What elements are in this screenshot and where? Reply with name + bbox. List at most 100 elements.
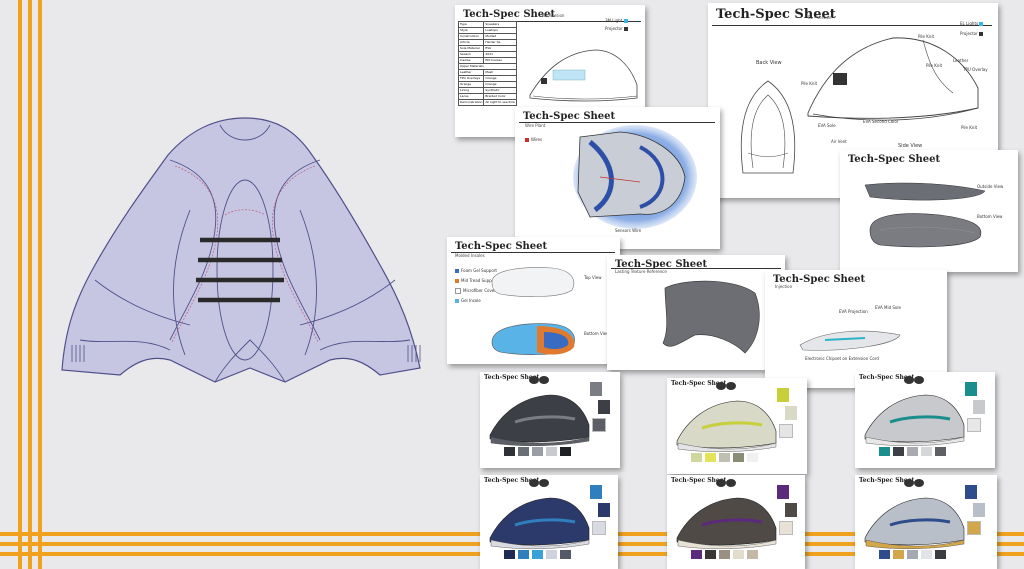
lasting-texture-shape (662, 280, 760, 354)
sheet-title: Tech-Spec Sheet (716, 7, 836, 22)
tech-sheet-insoles: Tech-Spec Sheet Molded Insoles Foam Gel … (447, 237, 620, 364)
accent-swatch (965, 485, 977, 499)
color-swatch (733, 453, 744, 462)
left-stripe-2 (28, 0, 32, 569)
sole-swatch (779, 521, 793, 535)
color-swatch (893, 447, 904, 456)
sheet-title: Tech-Spec Sheet (848, 154, 941, 165)
shoe-lineart (529, 49, 638, 102)
color-swatch (518, 550, 529, 559)
color-swatch (907, 447, 918, 456)
sole-swatch (779, 424, 793, 438)
upper-swatch (973, 503, 985, 517)
sheet-subtitle: SL - Version (541, 13, 565, 18)
colorway-shoe (864, 394, 965, 446)
lace-icon (904, 479, 924, 487)
color-swatch (747, 453, 758, 462)
pattern-seams (79, 124, 411, 383)
wire-plant-shoe (573, 125, 697, 229)
left-stripe-1 (18, 0, 22, 569)
sole-swatch (592, 521, 606, 535)
outsole-views (864, 182, 986, 248)
sheet-title: Tech-Spec Sheet (859, 374, 915, 381)
color-swatch (504, 447, 515, 456)
tech-sheet-injection: Tech-Spec Sheet Injection EVA Projection… (765, 270, 947, 388)
tech-sheet-colorway-3: Tech-Spec Sheet (855, 372, 995, 468)
colorway-shoe (676, 497, 777, 549)
shoe-upper-pattern (61, 117, 421, 383)
tech-sheet-colorway-1: Tech-Spec Sheet (480, 372, 620, 468)
colorway-shoe (489, 497, 590, 549)
color-swatch (935, 550, 946, 559)
color-swatch (546, 550, 557, 559)
upper-swatch (598, 400, 610, 414)
lace-icon (529, 376, 549, 384)
upper-swatch (973, 400, 985, 414)
injection-sole (799, 330, 901, 351)
color-swatch (719, 453, 730, 462)
color-swatch (921, 447, 932, 456)
tech-sheet-colorway-2: Tech-Spec Sheet (667, 378, 807, 474)
color-swatch (504, 550, 515, 559)
sole-swatch (592, 418, 606, 432)
color-swatch (705, 453, 716, 462)
sheet-title: Tech-Spec Sheet (671, 380, 727, 387)
sheet-title: Tech-Spec Sheet (859, 477, 915, 484)
tech-sheet-outsole: Tech-Spec Sheet Outside View Bottom View (840, 150, 1018, 272)
tech-sheet-colorway-6: Tech-Spec Sheet (855, 475, 997, 569)
color-swatch (532, 447, 543, 456)
color-swatch (705, 550, 716, 559)
colorway-shoe (489, 394, 590, 446)
color-swatch (518, 447, 529, 456)
color-swatch (893, 550, 904, 559)
tech-sheet-wire-plant: Tech-Spec Sheet Wire Plant Wires Sensors… (515, 107, 720, 249)
lace-icon (529, 479, 549, 487)
sheet-title: Tech-Spec Sheet (455, 241, 548, 252)
color-swatch (560, 550, 571, 559)
color-swatch (935, 447, 946, 456)
sheet-title: Tech-Spec Sheet (463, 9, 556, 20)
tech-sheet-lasting-texture: Tech-Spec Sheet Lasting Texture Referenc… (607, 255, 785, 370)
sheet-title: Tech-Spec Sheet (615, 259, 708, 270)
tech-sheet-colorway-5: Tech-Spec Sheet (667, 475, 805, 569)
upper-swatch (785, 406, 797, 420)
lace-icon (716, 479, 736, 487)
upper-swatch (785, 503, 797, 517)
sheet-title: Tech-Spec Sheet (484, 477, 540, 484)
upper-swatch (598, 503, 610, 517)
color-swatch (921, 550, 932, 559)
sole-swatch (967, 521, 981, 535)
color-swatch (546, 447, 557, 456)
color-swatch (691, 453, 702, 462)
color-swatch (719, 550, 730, 559)
sole-swatch (967, 418, 981, 432)
sheet-title: Tech-Spec Sheet (671, 477, 727, 484)
pattern-stitching (171, 165, 319, 343)
color-swatch (907, 550, 918, 559)
sheet-title: Tech-Spec Sheet (773, 274, 866, 285)
sheet-title: Tech-Spec Sheet (484, 374, 540, 381)
color-swatch (532, 550, 543, 559)
color-swatch (747, 550, 758, 559)
pattern-heel-vents (71, 345, 421, 362)
color-swatch (733, 550, 744, 559)
color-swatch (560, 447, 571, 456)
laces (196, 237, 284, 303)
lace-icon (716, 382, 736, 390)
color-swatch (879, 447, 890, 456)
lace-icon (904, 376, 924, 384)
tech-sheet-colorway-4: Tech-Spec Sheet (480, 475, 618, 569)
accent-swatch (777, 388, 789, 402)
insole-views (491, 267, 575, 355)
accent-swatch (590, 382, 602, 396)
color-swatch (879, 550, 890, 559)
left-stripe-3 (38, 0, 42, 569)
color-swatch (691, 550, 702, 559)
colorway-shoe (864, 497, 965, 549)
shoe-side-view (807, 37, 979, 121)
pattern-outline (61, 117, 421, 383)
accent-swatch (965, 382, 977, 396)
sheet-title: Tech-Spec Sheet (523, 111, 616, 122)
colorway-shoe (676, 400, 777, 452)
